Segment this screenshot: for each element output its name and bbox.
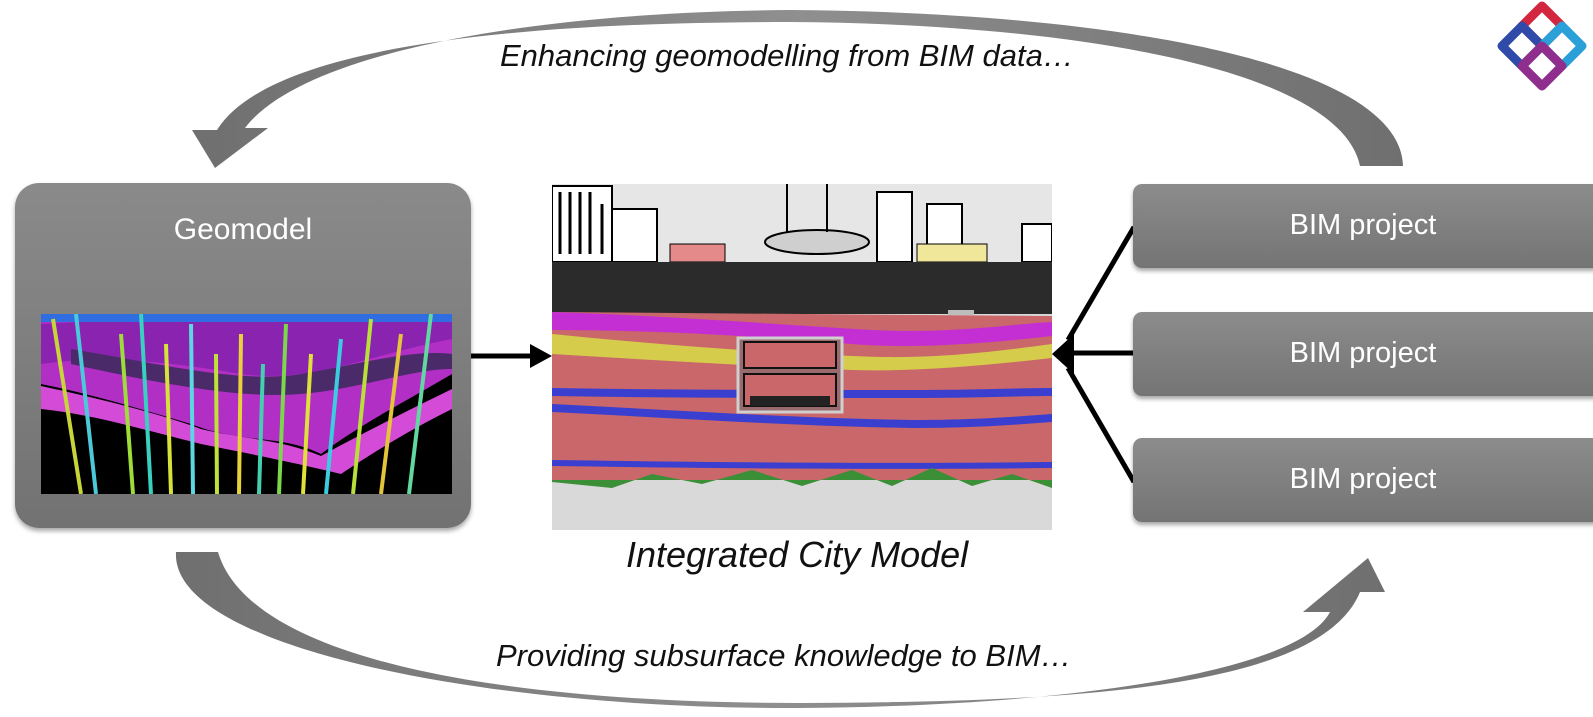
top-caption: Enhancing geomodelling from BIM data… — [500, 38, 1074, 73]
bim-project-label: BIM project — [1289, 209, 1437, 241]
bottom-caption: Providing subsurface knowledge to BIM… — [496, 638, 1072, 673]
bim-project-box: BIM project — [1133, 312, 1593, 396]
integrated-city-model-image — [552, 184, 1052, 530]
top-arc-arrow — [192, 10, 1403, 168]
geomodel-image — [41, 314, 452, 494]
bim-project-label: BIM project — [1289, 337, 1437, 369]
bim-project-box: BIM project — [1133, 438, 1593, 522]
bim-project-box: BIM project — [1133, 184, 1593, 268]
geomodel-box: Geomodel — [15, 183, 471, 528]
logo-icon — [1497, 1, 1587, 91]
geomodel-to-city-arrow — [471, 344, 552, 368]
city-model-caption: Integrated City Model — [626, 534, 969, 575]
bim-project-label: BIM project — [1289, 463, 1437, 495]
geomodel-title: Geomodel — [173, 213, 313, 246]
bim-to-city-arrows — [1052, 225, 1137, 484]
